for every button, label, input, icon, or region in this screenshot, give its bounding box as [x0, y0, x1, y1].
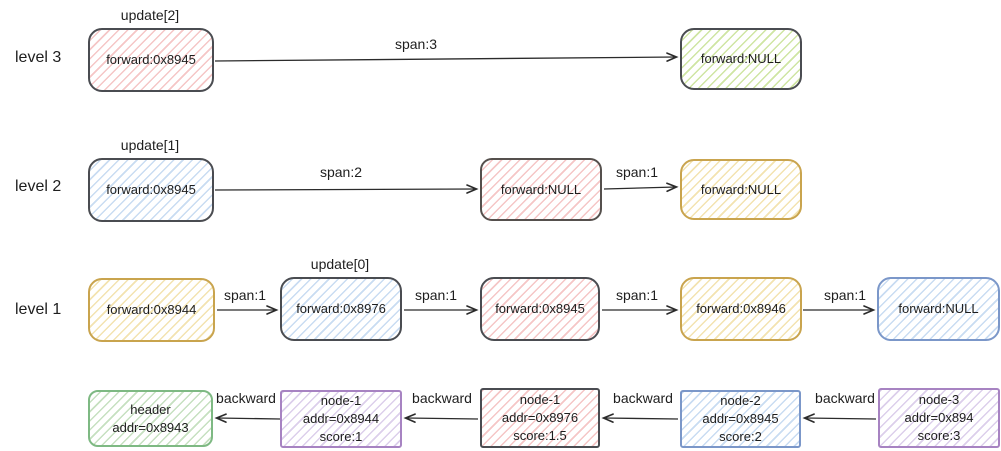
- node-level1-node-0x8976: forward:0x8976: [280, 277, 402, 341]
- arrow-label-span:1: span:1: [414, 287, 458, 303]
- node-bottom-header: header addr=0x8943: [88, 390, 213, 447]
- node-text: node-1: [320, 393, 362, 408]
- node-level1-header: forward:0x8944: [88, 278, 215, 342]
- node-level3-null: forward:NULL: [680, 28, 802, 90]
- level-label: level 3: [15, 49, 62, 66]
- node-text: score:3: [917, 428, 961, 443]
- node-text: score:1.5: [513, 428, 567, 443]
- node-level2-null-1: forward:NULL: [480, 158, 602, 221]
- node-bottom-node-2: node-2 addr=0x8945 score:2: [680, 390, 801, 448]
- node-level1-node-0x8946: forward:0x8946: [680, 277, 802, 341]
- node-level1-null: forward:NULL: [877, 277, 1000, 341]
- node-text: score:2: [719, 429, 762, 444]
- node-text: forward:0x8945: [106, 182, 196, 197]
- update-label: update[0]: [310, 256, 370, 272]
- node-text: addr=0x8976: [501, 410, 579, 425]
- node-text: forward:0x8946: [696, 301, 786, 316]
- node-text: node-2: [720, 393, 761, 408]
- update-label: update[2]: [120, 7, 180, 23]
- node-text: addr=0x8945: [702, 411, 779, 426]
- node-text: forward:NULL: [898, 301, 979, 316]
- node-text: node-1: [519, 392, 561, 407]
- node-text: addr=0x8944: [302, 411, 380, 426]
- node-bottom-node-3: node-3 addr=0x894 score:3: [878, 388, 1000, 448]
- arrow-label-backward: backward: [815, 390, 875, 406]
- arrow-backward: [601, 413, 679, 423]
- node-level3-header: forward:0x8945: [88, 28, 214, 92]
- level-label: level 1: [15, 301, 62, 318]
- arrow-label-span:1: span:1: [823, 287, 867, 303]
- node-text: forward:0x8976: [296, 301, 386, 316]
- node-text: forward:0x8944: [106, 302, 197, 317]
- node-level1-node-0x8945: forward:0x8945: [480, 277, 600, 341]
- arrow-label-backward: backward: [613, 390, 673, 406]
- node-bottom-node-1a: node-1 addr=0x8944 score:1: [280, 390, 402, 448]
- node-bottom-node-1b: node-1 addr=0x8976 score:1.5: [480, 388, 600, 448]
- node-text: forward:NULL: [700, 181, 782, 197]
- node-text: addr=0x8943: [112, 419, 189, 435]
- arrow-span:2: [214, 184, 479, 194]
- arrow-label-span:3: span:3: [394, 36, 438, 52]
- node-text: addr=0x894: [904, 410, 974, 425]
- arrow-backward: [214, 413, 281, 423]
- level-label: level 2: [15, 178, 62, 195]
- node-text: forward:0x8945: [495, 301, 585, 316]
- node-text: forward:NULL: [500, 181, 582, 197]
- node-level2-header: forward:0x8945: [88, 158, 214, 222]
- node-text: forward:0x8945: [106, 52, 196, 67]
- node-text: node-3: [918, 392, 960, 407]
- arrow-backward: [403, 413, 479, 423]
- arrow-backward: [802, 413, 877, 423]
- arrow-label-span:1: span:1: [615, 164, 659, 180]
- arrow-label-span:2: span:2: [319, 164, 363, 180]
- node-level2-null-2: forward:NULL: [680, 159, 802, 220]
- arrow-label-backward: backward: [412, 390, 472, 406]
- node-text: score:1: [319, 429, 363, 444]
- node-text: forward:NULL: [700, 51, 782, 66]
- arrow-span:1: [603, 182, 679, 193]
- arrow-label-span:1: span:1: [223, 287, 267, 303]
- arrow-span:3: [214, 52, 679, 62]
- node-text: header: [130, 401, 171, 417]
- arrow-label-backward: backward: [216, 390, 276, 406]
- update-label: update[1]: [120, 137, 180, 153]
- arrow-label-span:1: span:1: [615, 287, 659, 303]
